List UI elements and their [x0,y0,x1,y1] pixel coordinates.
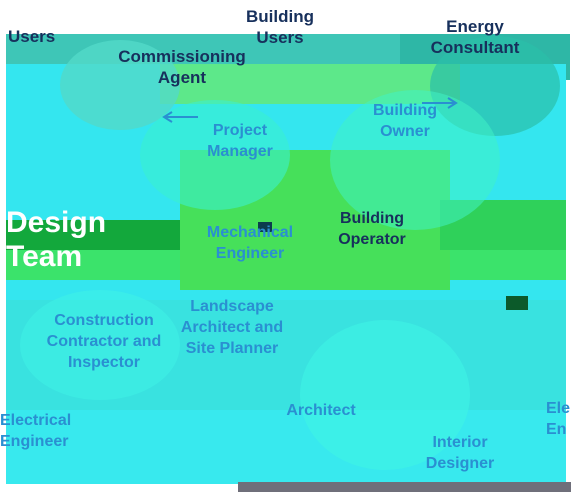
label-commissioning-agent: Commissioning Agent [118,47,246,87]
label-mechanical-engineer: Mechanical Engineer [206,224,294,262]
label-building-owner: Building Owner [373,102,437,140]
label-electrical-engineer-right: Ele En [546,400,571,438]
label-architect: Architect [286,402,356,419]
label-construction-contractor: Construction Contractor and Inspector [46,312,162,371]
label-energy-consultant: Energy Consultant [430,17,520,57]
arrow-manager [162,111,198,123]
bottom-cyan [6,410,566,484]
circle-right [330,90,500,230]
circle-lower-left [20,290,180,400]
dark-accent-center [258,222,272,232]
label-interior-designer: Interior Designer [425,434,495,472]
label-building-users: Building Users [246,7,314,47]
label-design-team: Design Team [6,206,107,273]
label-users: Users [8,27,56,46]
arrow-owner [422,97,458,109]
circle-top-left [60,40,180,130]
label-electrical-engineer-left: Electrical Engineer [0,412,72,450]
dark-green-strip [6,220,186,250]
dark-accent-right [506,296,528,310]
label-building-operator: Building Operator [338,210,406,248]
bottom-gray-bar [238,482,571,492]
label-landscape-architect: Landscape Architect and Site Planner [180,298,284,357]
circle-lower-mid [300,320,470,470]
label-project-manager: Project Manager [207,122,273,160]
top-white-band [0,0,571,34]
